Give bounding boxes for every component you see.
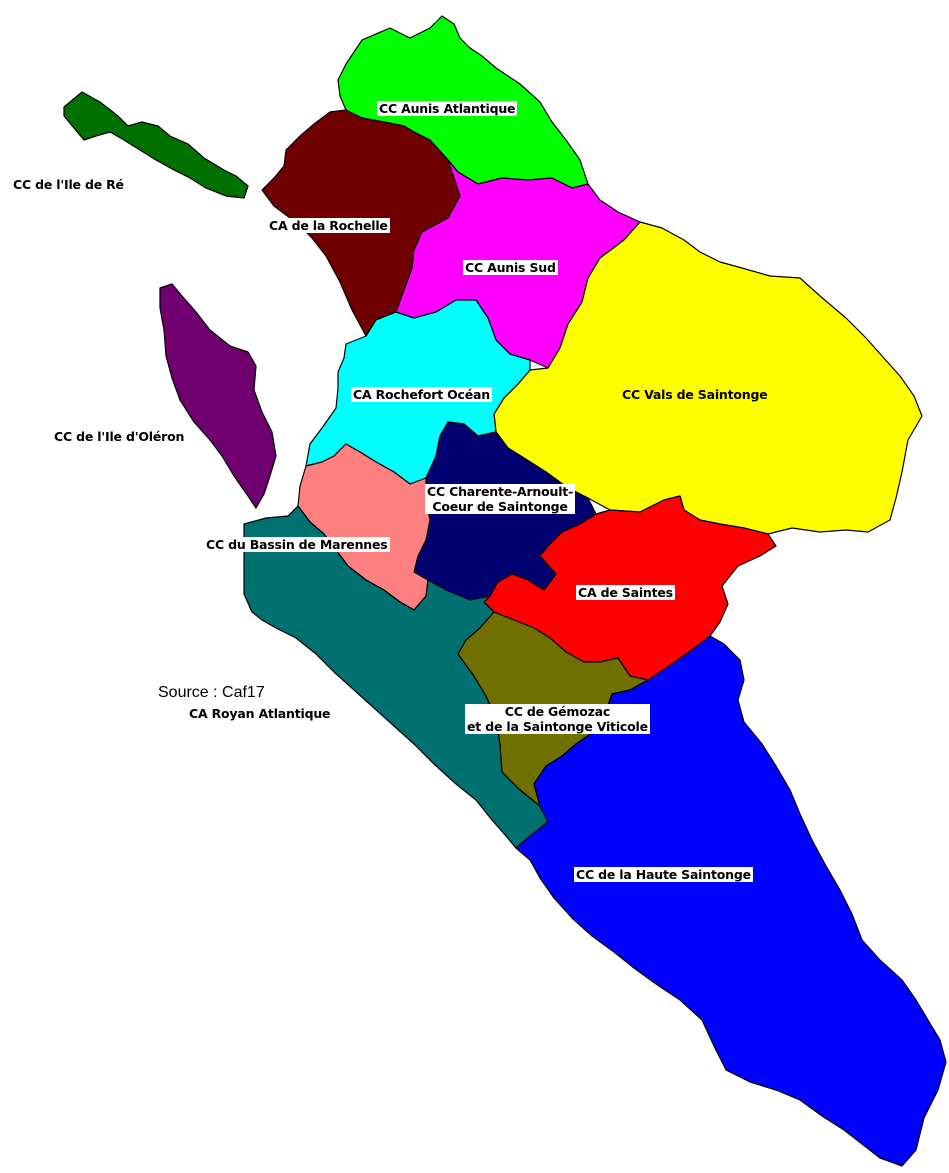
label-la-rochelle: CA de la Rochelle	[267, 218, 390, 233]
label-gemozac-line1: CC de Gémozac	[504, 704, 611, 719]
region-ile-de-re[interactable]	[63, 91, 249, 199]
label-royan-atlantique: CA Royan Atlantique	[189, 706, 331, 721]
source-caption: Source : Caf17	[158, 684, 265, 701]
label-haute-saintonge: CC de la Haute Saintonge	[574, 867, 753, 882]
label-charente-arnoult-line2: Coeur de Saintonge	[432, 499, 568, 514]
label-vals-de-saintonge: CC Vals de Saintonge	[622, 387, 768, 402]
label-aunis-sud: CC Aunis Sud	[463, 260, 558, 275]
label-bassin-de-marennes: CC du Bassin de Marennes	[204, 537, 390, 552]
label-saintes: CA de Saintes	[576, 585, 675, 600]
label-charente-arnoult-line1: CC Charente-Arnoult-	[427, 484, 574, 499]
label-charente-arnoult: CC Charente-Arnoult- Coeur de Saintonge	[425, 484, 576, 514]
label-gemozac-line2: et de la Saintonge Viticole	[467, 719, 648, 734]
label-aunis-atlantique: CC Aunis Atlantique	[377, 101, 518, 116]
label-ile-de-re: CC de l'Ile de Ré	[13, 177, 124, 192]
region-ile-doleron[interactable]	[159, 283, 277, 509]
label-rochefort-ocean: CA Rochefort Océan	[351, 387, 492, 402]
label-gemozac: CC de Gémozac et de la Saintonge Viticol…	[465, 704, 650, 734]
region-haute-saintonge[interactable]	[515, 635, 947, 1167]
label-ile-doleron: CC de l'Ile d'Oléron	[54, 429, 185, 444]
